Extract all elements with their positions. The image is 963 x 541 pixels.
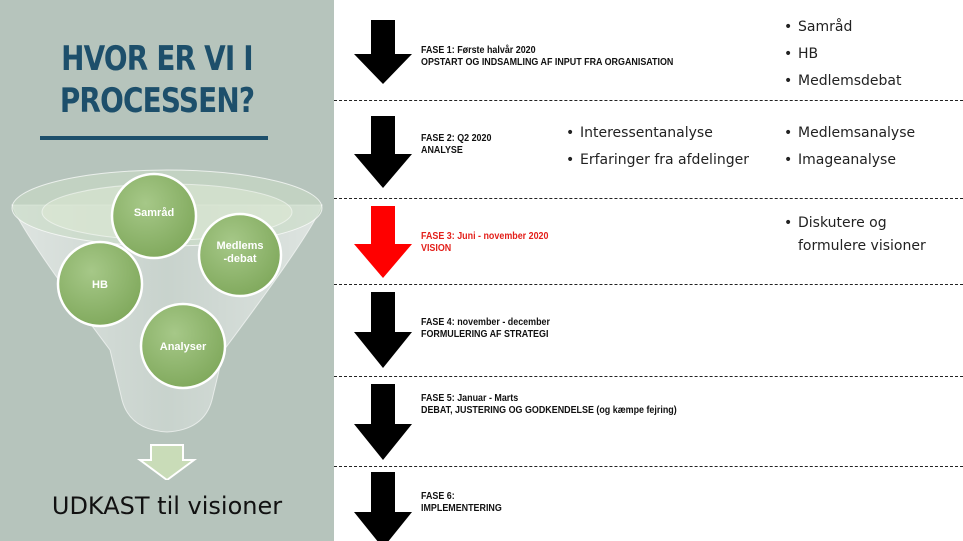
divider xyxy=(334,376,963,377)
bullet: Imageanalyse xyxy=(784,149,915,172)
phase-6-text: FASE 6: IMPLEMENTERING xyxy=(421,490,502,514)
divider xyxy=(334,466,963,467)
bullet: Erfaringer fra afdelinger xyxy=(566,149,749,172)
phase-1: FASE 1: Første halvår 2020 OPSTART OG IN… xyxy=(334,0,963,100)
circle-label-samraad: Samråd xyxy=(134,207,174,219)
bullet: Medlemsdebat xyxy=(784,70,901,93)
phase-4-title: FASE 4: november - december xyxy=(421,316,550,328)
phase-3-arrow-icon xyxy=(354,206,412,278)
phase-2-bullets-right: Medlemsanalyse Imageanalyse xyxy=(784,122,915,172)
bullet: Diskutere og formulere visioner xyxy=(784,212,959,258)
phase-5-arrow-icon xyxy=(354,384,412,460)
phase-4-text: FASE 4: november - december FORMULERING … xyxy=(421,316,550,340)
circle-hb: HB xyxy=(56,240,144,328)
circle-samraad: Samråd xyxy=(110,172,198,260)
phase-2-arrow-icon xyxy=(354,116,412,188)
phase-1-title: FASE 1: Første halvår 2020 xyxy=(421,44,536,56)
phase-6: FASE 6: IMPLEMENTERING xyxy=(334,466,963,541)
phase-2-subtitle: ANALYSE xyxy=(421,144,463,156)
bullet: HB xyxy=(784,43,901,66)
funnel-diagram: Samråd Medlems-debat HB Analyser xyxy=(11,169,323,480)
phase-2-bullets-mid: Interessentanalyse Erfaringer fra afdeli… xyxy=(566,122,749,172)
phase-2-text: FASE 2: Q2 2020 ANALYSE xyxy=(421,132,491,156)
phase-6-arrow-icon xyxy=(354,472,412,541)
phase-3-text: FASE 3: Juni - november 2020 VISION xyxy=(421,230,548,254)
phase-5-subtitle: DEBAT, JUSTERING OG GODKENDELSE (og kæmp… xyxy=(421,404,677,416)
phase-5-title: FASE 5: Januar - Marts xyxy=(421,392,519,404)
phase-5-text: FASE 5: Januar - Marts DEBAT, JUSTERING … xyxy=(421,392,677,416)
circle-label-analyser: Analyser xyxy=(160,341,207,353)
circle-medlemsdebat: Medlems-debat xyxy=(197,212,283,298)
phase-1-arrow-icon xyxy=(354,20,412,84)
divider xyxy=(334,100,963,101)
phase-4: FASE 4: november - december FORMULERING … xyxy=(334,284,963,376)
title-line-1: HVOR ER VI I xyxy=(61,39,254,79)
phase-4-subtitle: FORMULERING AF STRATEGI xyxy=(421,328,549,340)
phase-6-title: FASE 6: xyxy=(421,490,455,502)
phase-6-subtitle: IMPLEMENTERING xyxy=(421,502,502,514)
circle-analyser: Analyser xyxy=(139,302,227,390)
bullet: Medlemsanalyse xyxy=(784,122,915,145)
title-underline xyxy=(40,136,268,140)
phase-3: FASE 3: Juni - november 2020 VISION Disk… xyxy=(334,198,963,284)
phase-2-title: FASE 2: Q2 2020 xyxy=(421,132,492,144)
circle-label-medlemsdebat: Medlems-debat xyxy=(216,240,263,265)
circle-label-hb: HB xyxy=(92,279,108,291)
phase-2: FASE 2: Q2 2020 ANALYSE Interessentanaly… xyxy=(334,100,963,198)
phase-4-arrow-icon xyxy=(354,292,412,368)
phase-1-text: FASE 1: Første halvår 2020 OPSTART OG IN… xyxy=(421,44,673,68)
title-line-2: PROCESSEN? xyxy=(59,81,255,121)
phase-3-subtitle: VISION xyxy=(421,242,452,254)
phase-timeline: FASE 1: Første halvår 2020 OPSTART OG IN… xyxy=(334,0,963,541)
phase-5: FASE 5: Januar - Marts DEBAT, JUSTERING … xyxy=(334,376,963,466)
phase-1-subtitle: OPSTART OG INDSAMLING AF INPUT FRA ORGAN… xyxy=(421,56,674,68)
bullet: Interessentanalyse xyxy=(566,122,749,145)
phase-1-bullets: Samråd HB Medlemsdebat xyxy=(784,16,901,93)
page-title: HVOR ER VI I PROCESSEN? xyxy=(46,38,267,122)
draft-caption: UDKAST til visioner xyxy=(51,492,283,520)
divider xyxy=(334,284,963,285)
phase-3-title: FASE 3: Juni - november 2020 xyxy=(421,230,549,242)
divider xyxy=(334,198,963,199)
left-panel: HVOR ER VI I PROCESSEN? Samråd xyxy=(0,0,334,541)
phase-3-bullets: Diskutere og formulere visioner xyxy=(784,212,959,258)
bullet: Samråd xyxy=(784,16,901,39)
down-arrow-icon xyxy=(136,444,198,480)
